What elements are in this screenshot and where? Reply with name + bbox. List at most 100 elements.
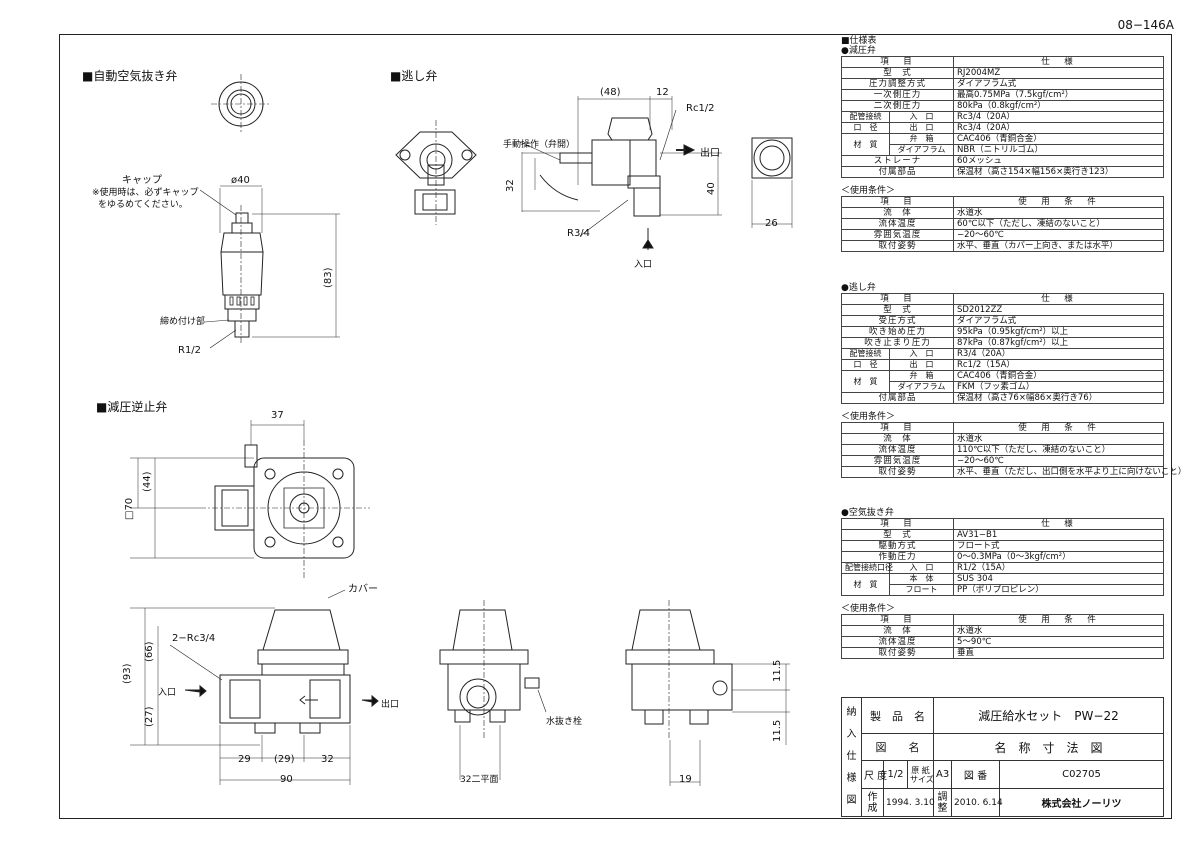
- reducing-valve-end-view: [625, 600, 790, 786]
- relief-valve-side-view: [519, 96, 722, 250]
- row-key: 材 質: [841, 573, 890, 596]
- row-value: 80kPa（0.8kgf/cm²）: [953, 100, 1164, 112]
- drain-plug-label: 水抜き栓: [546, 717, 583, 727]
- row-key: 圧力調整方式: [840, 78, 955, 90]
- dim-d32: 32: [505, 179, 516, 192]
- row-key: 吹き止まり圧力: [840, 337, 955, 349]
- side-char: 納: [846, 707, 857, 718]
- drawing-number-value: C02705: [999, 760, 1164, 789]
- header-spec: 仕 様: [953, 56, 1164, 68]
- row-value: RJ2004MZ: [953, 67, 1164, 79]
- row-subkey: 本 体: [888, 573, 955, 585]
- row-key: 材 質: [841, 133, 890, 156]
- cond-value: −20〜60℃: [953, 455, 1164, 467]
- row-value: SD2012ZZ: [953, 304, 1164, 316]
- row-value: FKM（フッ素ゴム）: [953, 381, 1164, 393]
- title-block: 納 入 仕 様 図 製 品 名 減圧給水セット PW−22 図 名 名 称 寸 …: [841, 697, 1164, 817]
- row-key: 付属部品: [840, 166, 955, 178]
- cond-value: 5〜90℃: [953, 636, 1164, 648]
- row-value: フロート式: [953, 540, 1164, 552]
- cond-header-item: 項 目: [841, 614, 954, 626]
- reducing-valve-side-view: [439, 600, 547, 780]
- revised-date: 2010. 6.14: [951, 788, 1003, 817]
- dim-d19: 19: [679, 774, 692, 785]
- row-value: ダイアフラム式: [953, 78, 1164, 90]
- cond-value: 垂直: [953, 647, 1164, 659]
- dim-d29a: 29: [238, 754, 251, 765]
- row-value: 最高0.75MPa（7.5kgf/cm²）: [953, 89, 1164, 101]
- scale-label: 尺 度: [861, 760, 887, 789]
- manual-operation-label: 手動操作（弁開）: [503, 140, 576, 150]
- row-key: 配管接続: [841, 111, 890, 123]
- row-value: 保温材（高さ76×幅86×奥行き76）: [953, 392, 1164, 404]
- relief-valve-end-view: [751, 137, 793, 228]
- side-char: 仕: [846, 751, 857, 762]
- product-name: 減圧給水セット PW−22: [933, 697, 1164, 734]
- side-char: 様: [846, 773, 857, 784]
- row-key: 型 式: [840, 529, 955, 541]
- reducing-inlet-label: 入口: [158, 688, 177, 698]
- dim-d44: (44): [142, 471, 153, 492]
- cap-label: キャップ: [122, 175, 162, 186]
- tighten-label: 締め付け部: [160, 317, 206, 327]
- row-key: 型 式: [840, 304, 955, 316]
- row-value: 保温材（高さ154×幅156×奥行き123）: [953, 166, 1164, 178]
- row-key: 受圧方式: [840, 315, 955, 327]
- cap-note-2: をゆるめてください。: [98, 200, 188, 210]
- reducing-valve-top-view: [130, 420, 370, 580]
- cap-note-1: ※使用時は、必ずキャップ: [92, 188, 199, 198]
- relief-outlet-thread-label: Rc1/2: [686, 103, 715, 114]
- cond-value: 110℃以下（ただし、凍結のないこと）: [953, 444, 1164, 456]
- title-block-table: 納 入 仕 様 図 製 品 名 減圧給水セット PW−22 図 名 名 称 寸 …: [841, 697, 1164, 817]
- reducing-outlet-label: 出口: [381, 700, 400, 710]
- row-value: CAC406（青銅合金）: [953, 133, 1164, 145]
- row-subkey: ダイアフラム: [888, 144, 955, 156]
- cond-key: 取付姿勢: [841, 466, 954, 478]
- cond-title: ＜使用条件＞: [841, 412, 896, 422]
- paper-size-value: A3: [933, 760, 952, 789]
- air-valve-top-view: [211, 74, 271, 134]
- row-value: 87kPa（0.87kgf/cm²）以上: [953, 337, 1164, 349]
- cond-key: 雰囲気温度: [841, 229, 954, 241]
- air-valve-side-view: [199, 185, 340, 349]
- row-value: SUS 304: [953, 573, 1164, 585]
- drawing-frame: [59, 34, 1172, 819]
- cond-header-value: 使 用 条 件: [953, 196, 1164, 208]
- dim-d66: (66): [144, 641, 155, 662]
- section-relief-valve: ■逃し弁: [390, 69, 438, 83]
- drawing-label: 図 名: [861, 733, 934, 761]
- scale-value: 1/2: [883, 760, 908, 789]
- row-key: 型 式: [840, 67, 955, 79]
- cover-label: カバー: [348, 584, 378, 595]
- dim-d27: (27): [144, 706, 155, 727]
- dim-d29b: (29): [274, 754, 295, 765]
- cond-key: 取付姿勢: [841, 647, 954, 659]
- spec-table-title: ■仕様表: [841, 36, 1164, 46]
- cond-key: 取付姿勢: [841, 240, 954, 252]
- row-value: AV31−B1: [953, 529, 1164, 541]
- company-name: 株式会社ノーリツ: [999, 788, 1164, 817]
- dim-d26: 26: [765, 218, 778, 229]
- cond-value: 水道水: [953, 625, 1164, 637]
- cond-key: 流体温度: [841, 444, 954, 456]
- cond-key: 流体温度: [841, 636, 954, 648]
- title-side-label: 納 入 仕 様 図: [841, 697, 862, 817]
- relief-outlet-label: 出口: [700, 148, 720, 159]
- section-air-valve: ■自動空気抜き弁: [82, 69, 178, 83]
- row-key: 一次側圧力: [840, 89, 955, 101]
- dim-d12: 12: [656, 87, 669, 98]
- cond-header-value: 使 用 条 件: [953, 422, 1164, 434]
- cond-value: −20〜60℃: [953, 229, 1164, 241]
- row-subkey: 入 口: [888, 111, 955, 123]
- cond-header-value: 使 用 条 件: [953, 614, 1164, 626]
- row-value: R1/2（15A）: [953, 562, 1164, 574]
- spec-title-text: ■仕様表: [841, 36, 877, 46]
- row-subkey: ダイアフラム: [888, 381, 955, 393]
